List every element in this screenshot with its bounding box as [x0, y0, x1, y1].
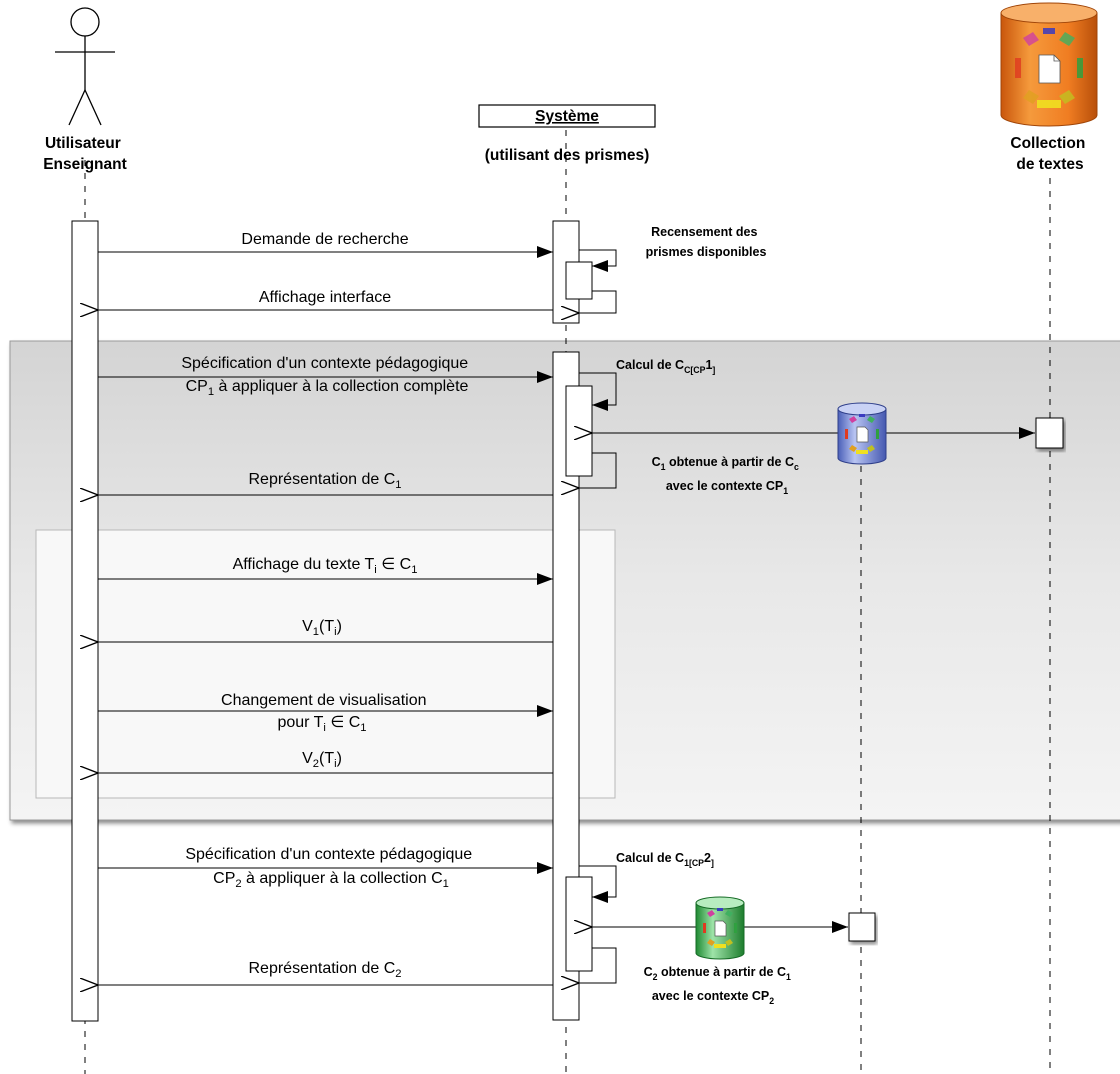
result-2-note: C2 obtenue à partir de C1 avec le contex…	[644, 965, 795, 1006]
msg-demande-label: Demande de recherche	[241, 231, 408, 248]
inner-fragment-frame	[35, 529, 616, 799]
database-icon	[837, 402, 887, 465]
stick-figure-icon	[55, 7, 115, 126]
system-activation-3b	[565, 876, 593, 972]
prism-icon	[1015, 28, 1083, 108]
msg-affichage-interface-label: Affichage interface	[259, 289, 391, 306]
system-title: Système	[535, 108, 599, 125]
msg-affichage-texte-label: Affichage du texte Ti ∈ C1	[233, 556, 418, 576]
msg-v2-label: V2(Ti)	[302, 750, 342, 770]
c1-activation	[848, 912, 876, 942]
activations	[71, 220, 593, 1022]
system-activation-2b	[565, 385, 593, 477]
collection-actor-label: Collection de textes	[1010, 135, 1089, 173]
calc-1-note: Calcul de CC[CP1]	[616, 358, 715, 375]
system-header-box	[478, 104, 656, 128]
prism-icon	[845, 414, 879, 454]
document-icon	[1038, 54, 1061, 84]
msg-representation-2-label: Représentation de C2	[249, 960, 402, 980]
prism-icon	[703, 908, 737, 948]
msg-specification-2-label: Spécification d'un contexte pédagogique …	[185, 846, 476, 890]
result-1-note: C1 obtenue à partir de Cc avec le contex…	[652, 455, 803, 496]
census-note: Recensement des prismes disponibles	[646, 225, 767, 259]
msg-specification-1-label: Spécification d'un contexte pédagogique …	[181, 355, 472, 398]
user-activation	[71, 220, 99, 1022]
msg-representation-1-label: Représentation de C1	[249, 471, 402, 491]
message-arrows	[98, 246, 1035, 985]
database-icon	[695, 896, 745, 960]
calc-2-note: Calcul de C1[CP2]	[616, 851, 714, 868]
system-activation-1b	[565, 261, 593, 300]
self-calls	[579, 249, 617, 983]
collection-activation	[1035, 417, 1064, 449]
msg-changement-label: Changement de visualisation pour Ti ∈ C1	[221, 692, 431, 734]
database-icon	[1000, 2, 1098, 127]
user-actor-label: Utilisateur Enseignant	[43, 135, 127, 173]
system-subtitle: (utilisant des prismes)	[485, 147, 650, 164]
msg-v1-label: V1(Ti)	[302, 618, 342, 638]
